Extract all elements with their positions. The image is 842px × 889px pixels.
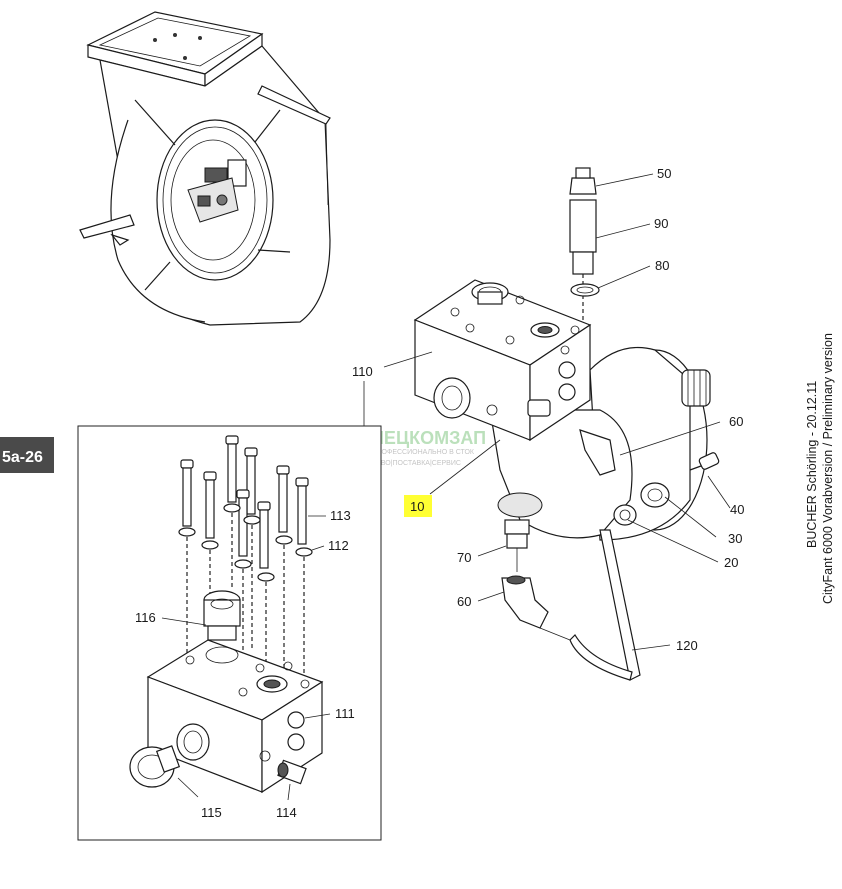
side-caption-line2: CityFant 6000 Vorabversion / Preliminary… bbox=[821, 333, 835, 604]
callout-20: 20 bbox=[724, 555, 738, 570]
callout-115: 115 bbox=[201, 805, 222, 820]
callout-110: 110 bbox=[352, 364, 373, 379]
callout-114: 114 bbox=[276, 805, 297, 820]
side-caption-line1: BUCHER Schörling - 20.12.11 bbox=[805, 381, 819, 548]
watermark-subtitle: ПРОФЕССИОНАЛЬНО В СТОК bbox=[372, 449, 475, 456]
page-reference-label: 5a-26 bbox=[2, 449, 43, 466]
hydraulic-motor-assembly bbox=[413, 167, 720, 681]
callout-60-upper: 60 bbox=[729, 414, 743, 429]
callout-10: 10 bbox=[410, 499, 424, 514]
blower-housing-drawing bbox=[79, 11, 331, 326]
callout-30: 30 bbox=[728, 531, 742, 546]
callout-113: 113 bbox=[330, 508, 351, 523]
watermark-title: СПЕЦКОМЗАП bbox=[358, 428, 486, 448]
callout-60-lower: 60 bbox=[457, 594, 471, 609]
page-reference-tab: 5a-26 bbox=[0, 437, 54, 473]
leader-lines bbox=[161, 173, 731, 801]
callout-40: 40 bbox=[730, 502, 744, 517]
callout-80: 80 bbox=[655, 258, 669, 273]
callout-labels: 50 90 80 110 60 10 40 30 20 70 60 120 11… bbox=[135, 166, 744, 820]
valve-block-detail-inset bbox=[77, 381, 382, 841]
side-caption: BUCHER Schörling - 20.12.11 CityFant 600… bbox=[805, 333, 835, 604]
callout-112: 112 bbox=[328, 538, 349, 553]
callout-116: 116 bbox=[135, 610, 156, 625]
callout-120: 120 bbox=[676, 638, 698, 653]
watermark-tagline: ПРОИЗВОДСТВО|ПОСТАВКА|СЕРВИС bbox=[333, 460, 461, 467]
callout-50: 50 bbox=[657, 166, 671, 181]
callout-70: 70 bbox=[457, 550, 471, 565]
callout-111: 111 bbox=[335, 706, 355, 721]
callout-90: 90 bbox=[654, 216, 668, 231]
highlight-callout-10 bbox=[404, 495, 432, 517]
